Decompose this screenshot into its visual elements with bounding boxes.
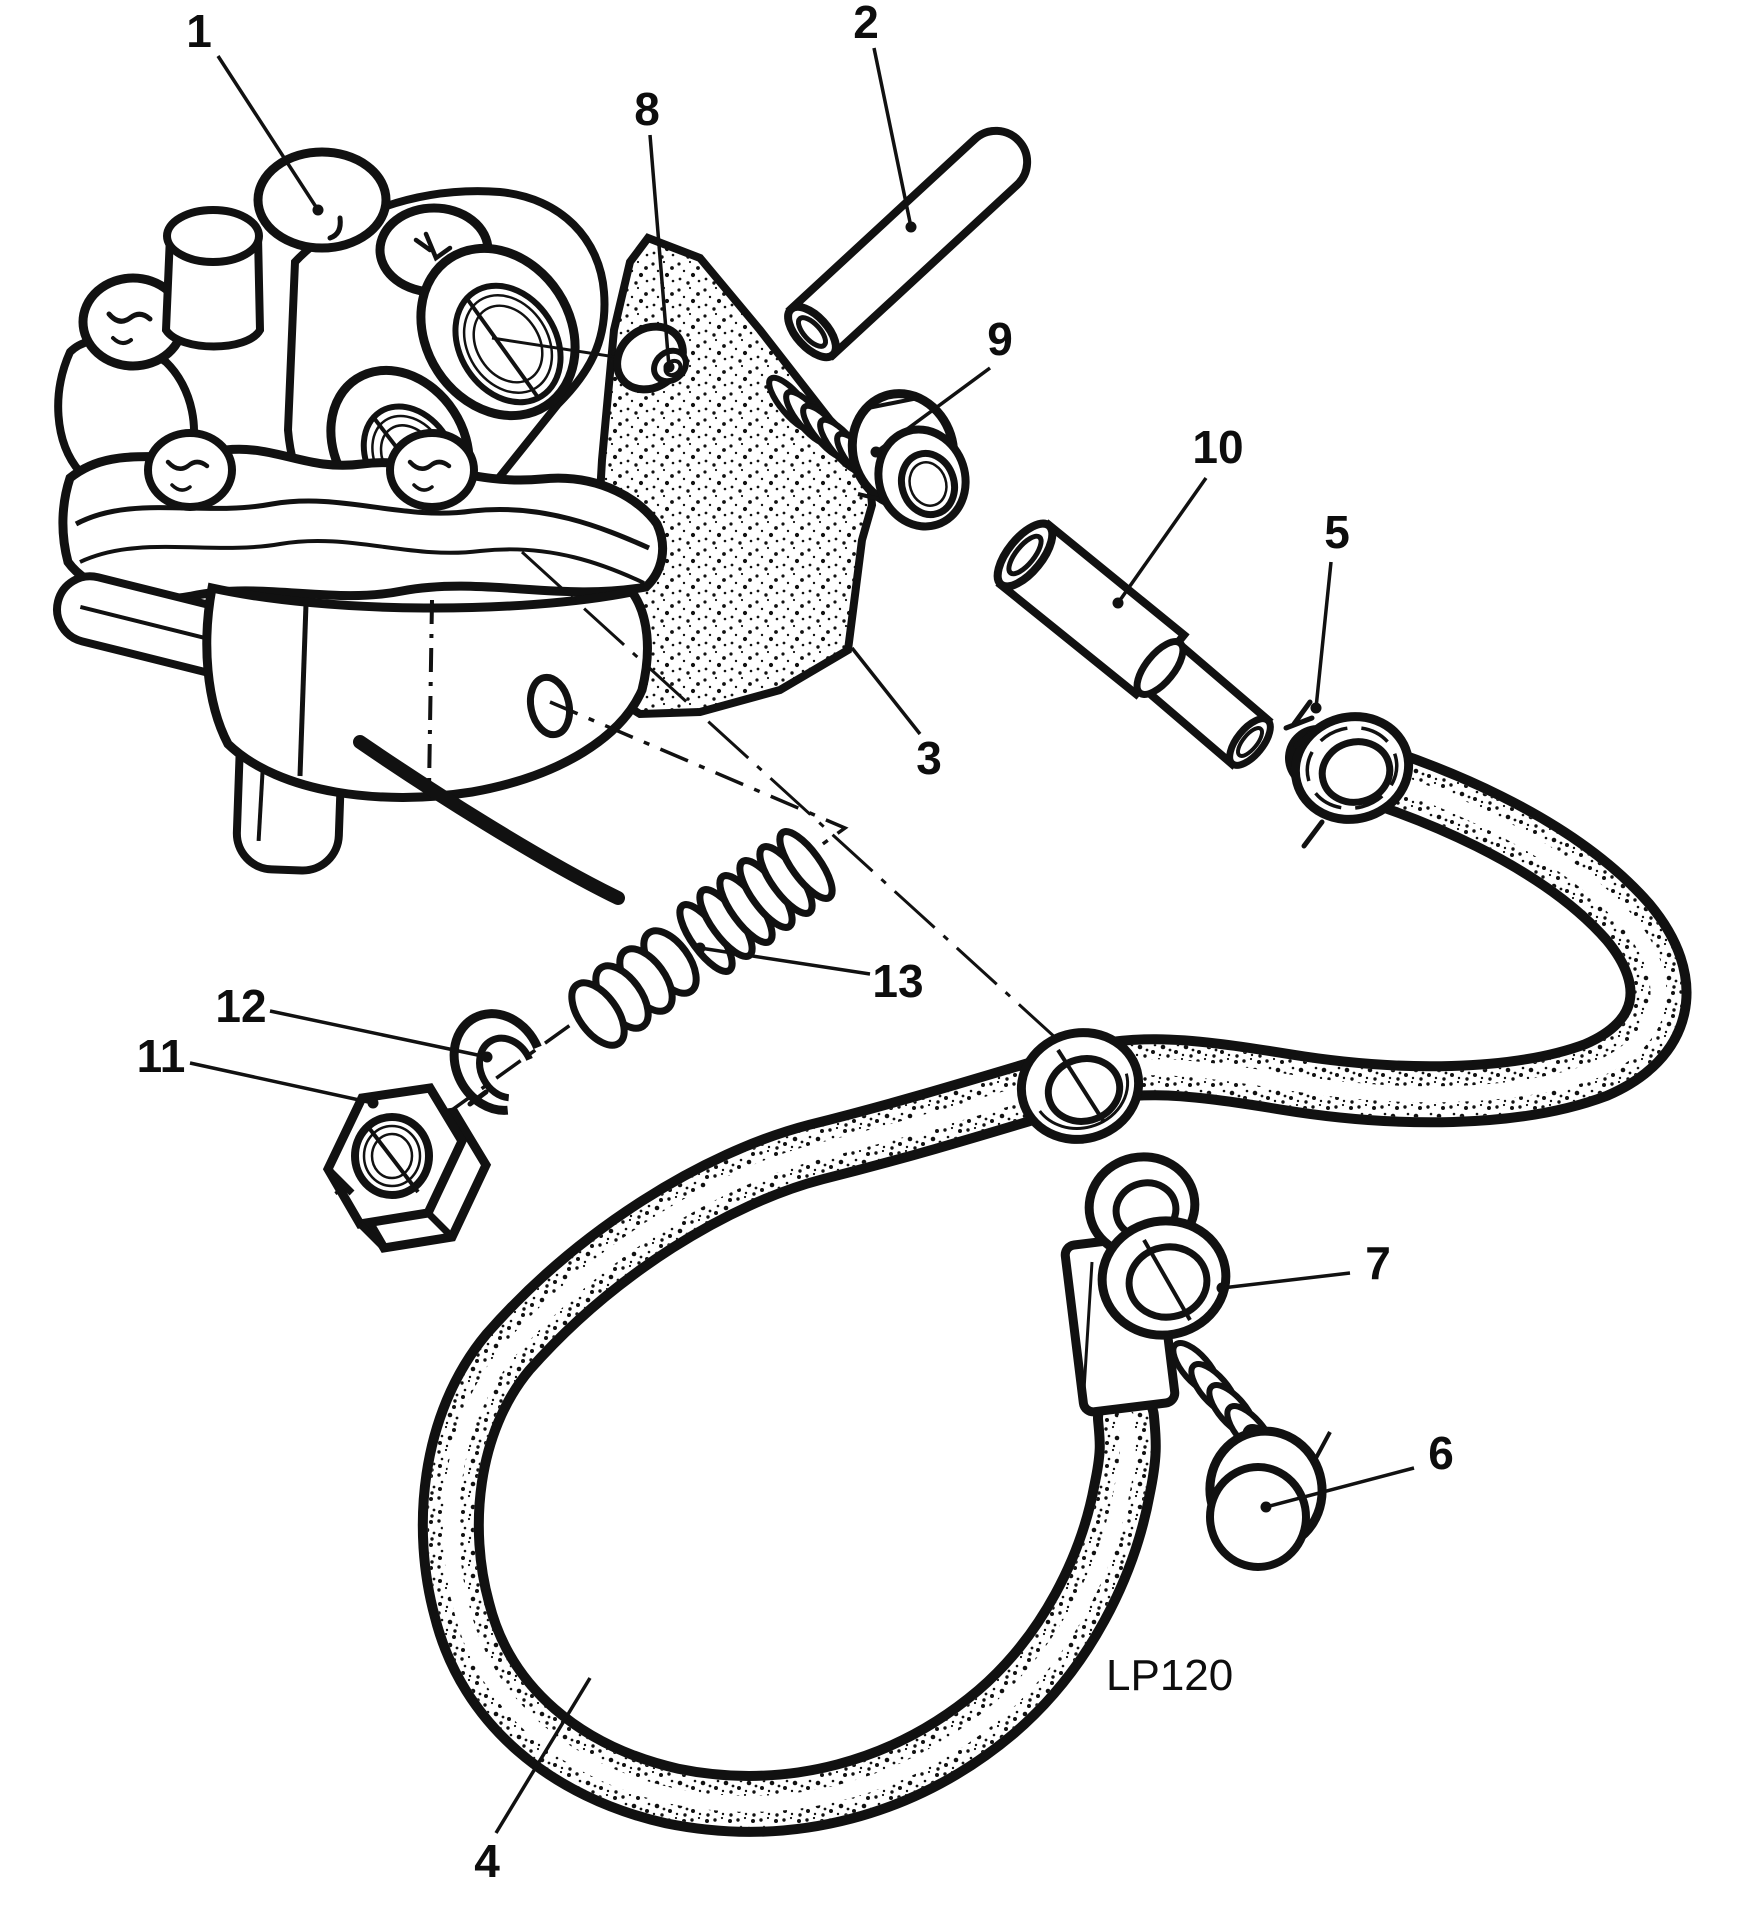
callout-spring-washer: 12 — [215, 980, 493, 1063]
callout-sealing-washer: 7 — [1216, 1237, 1391, 1294]
leader-dot-6 — [1260, 1501, 1272, 1513]
figure-code-label: LP120 — [1106, 1651, 1233, 1700]
pump-upper-cover — [253, 147, 391, 253]
leader-dot-5 — [1310, 702, 1322, 714]
vent-boss — [161, 232, 265, 351]
flange-screw-right — [386, 429, 478, 511]
callout-threaded-stud-and-spring: 13 — [694, 942, 924, 1007]
leader-dot-7 — [1216, 1282, 1228, 1294]
leader-line-8 — [648, 134, 671, 368]
callout-outlet-union: 9 — [870, 313, 1013, 458]
leader-dot-8 — [663, 361, 675, 373]
threaded-stud — [676, 828, 836, 975]
sealing-washer — [1097, 1216, 1231, 1340]
body-contour — [353, 735, 625, 905]
banjo-union — [1016, 1028, 1231, 1417]
leader-line-9 — [874, 366, 992, 454]
callout-number-8: 8 — [634, 83, 660, 135]
callout-mounting-bracket: 3 — [850, 646, 942, 784]
fuel-hose — [417, 725, 1692, 1837]
connector-tube — [993, 519, 1274, 770]
leader-line-5 — [1314, 561, 1333, 709]
callout-banjo-bolt: 6 — [1260, 1427, 1454, 1513]
callout-number-5: 5 — [1324, 506, 1350, 558]
leader-dot-2 — [905, 221, 917, 233]
upper-washer-ring — [1016, 1028, 1144, 1144]
spring-washer — [449, 1009, 547, 1115]
leader-line-6 — [1265, 1466, 1415, 1509]
threaded-port-upper — [416, 243, 580, 421]
stud-hole — [526, 673, 574, 739]
outlet-union — [766, 374, 970, 531]
leader-line-13 — [699, 946, 871, 976]
callout-number-1: 1 — [186, 5, 212, 57]
leader-line-10 — [1116, 476, 1208, 605]
fuel-pump-body — [53, 147, 668, 905]
leader-line-1 — [216, 55, 320, 211]
hose-clamp — [1283, 699, 1414, 849]
leader-dot-13 — [694, 942, 706, 954]
callout-inlet-ferrule: 8 — [634, 83, 675, 373]
callout-connector-tube: 10 — [1112, 421, 1244, 609]
steel-pipe — [784, 126, 1032, 362]
bolt-head-face — [1206, 1463, 1310, 1571]
leader-dot-10 — [1112, 597, 1124, 609]
leader-line-3 — [850, 646, 922, 736]
callout-number-2: 2 — [853, 0, 879, 48]
callout-hose-clamp: 5 — [1310, 506, 1350, 714]
hose-position-line — [520, 550, 1060, 1042]
leader-dot-12 — [481, 1051, 493, 1063]
callout-number-10: 10 — [1192, 421, 1243, 473]
banjo-bolt — [1170, 1340, 1332, 1571]
leader-line-2 — [872, 47, 913, 228]
callout-number-13: 13 — [872, 955, 923, 1007]
callout-number-3: 3 — [916, 732, 942, 784]
callout-fuel-hose: 4 — [474, 1677, 592, 1887]
leader-line-12 — [269, 1009, 488, 1059]
callout-number-7: 7 — [1365, 1237, 1391, 1289]
callout-number-4: 4 — [474, 1835, 500, 1887]
leader-line-4 — [494, 1677, 592, 1834]
callout-number-11: 11 — [137, 1030, 186, 1082]
leader-line-11 — [189, 1061, 374, 1105]
leader-dot-1 — [312, 204, 324, 216]
leader-dot-9 — [870, 446, 882, 458]
callout-stud-nut: 11 — [137, 1030, 379, 1109]
stud-axis-line — [330, 700, 849, 1198]
callout-pump-upper-cover: 1 — [186, 5, 324, 216]
leader-dot-11 — [367, 1097, 379, 1109]
callout-number-9: 9 — [987, 313, 1013, 365]
leader-line-7 — [1221, 1271, 1351, 1290]
callout-number-6: 6 — [1428, 1427, 1454, 1479]
callout-steel-pipe: 2 — [853, 0, 917, 233]
callout-number-12: 12 — [215, 980, 266, 1032]
stud-nut — [322, 1083, 492, 1253]
compression-spring — [568, 927, 700, 1049]
flange-screw-left — [144, 429, 236, 511]
lower-body — [202, 582, 652, 802]
